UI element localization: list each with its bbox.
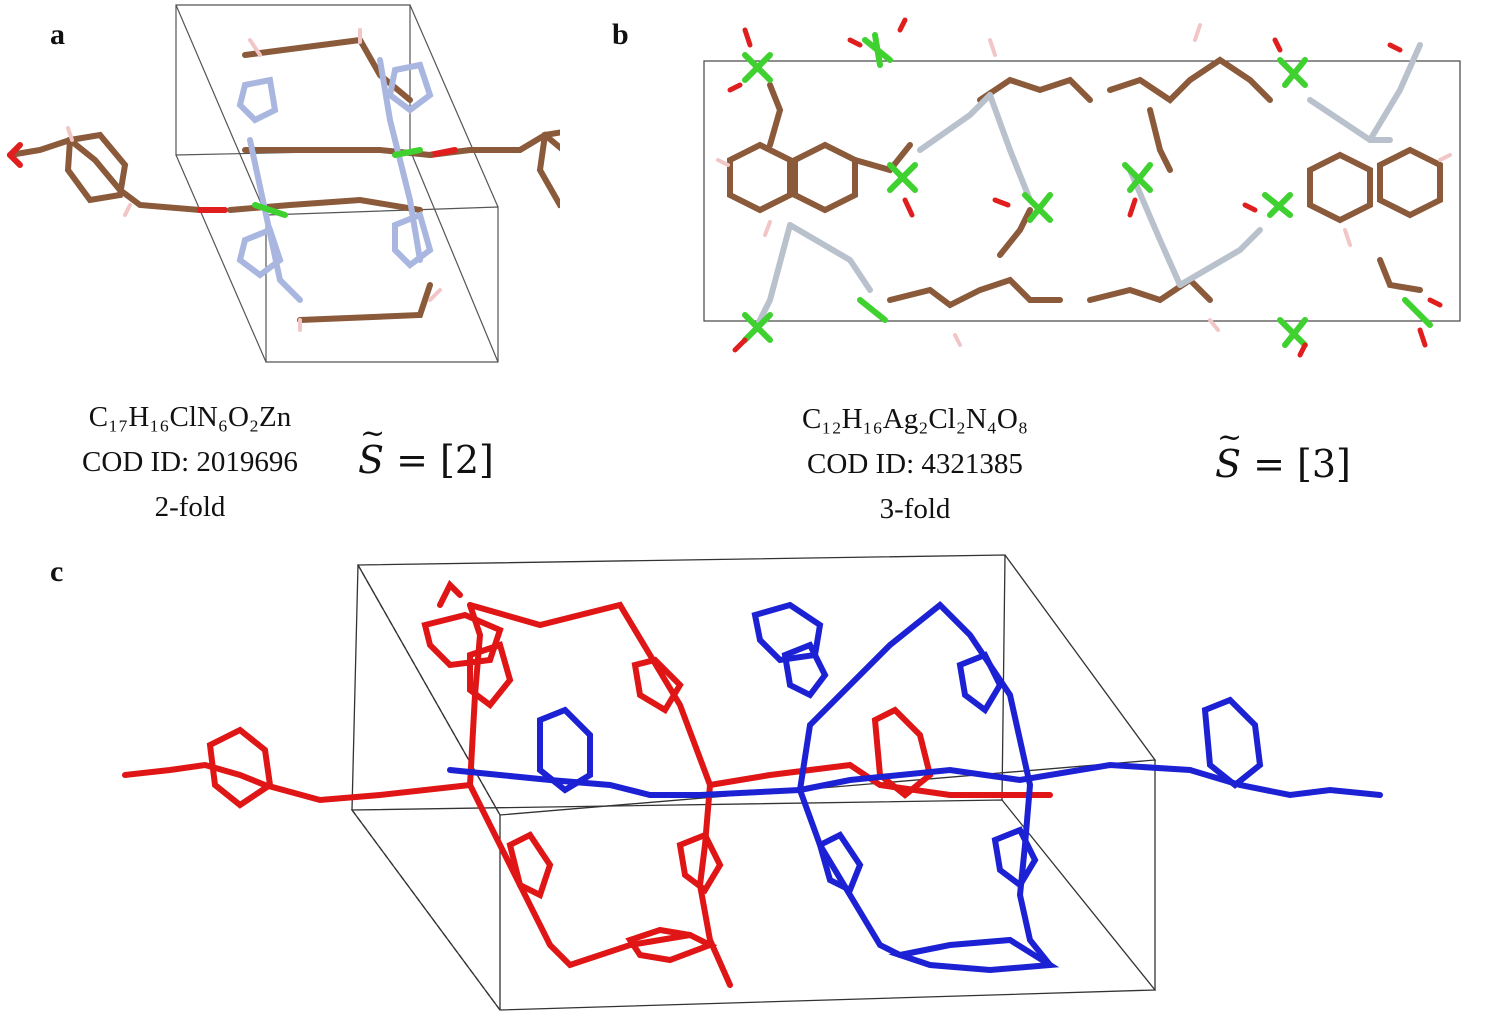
panel-a-symbol: S [358, 416, 385, 482]
panel-b-cod-id: COD ID: 4321385 [807, 448, 1023, 480]
panel-label-c: c [50, 555, 64, 588]
unit-cell-b [703, 60, 1461, 322]
panel-a-structure [7, 4, 560, 363]
molecule-a [7, 28, 560, 332]
panel-a-cod-id: COD ID: 2019696 [82, 446, 298, 478]
panel-b-symmetry: S = [3] [1215, 420, 1351, 486]
panel-b-caption: C₁₂H₁₆Ag₂Cl₂N₄O₈ COD ID: 4321385 3-fold [740, 397, 1090, 532]
panel-a-symmetry: S = [2] [358, 416, 494, 482]
net-blue [447, 600, 1383, 974]
panel-label-a: a [50, 18, 65, 51]
unit-cell-a [175, 4, 499, 363]
panel-a-symbol-value: = [2] [396, 438, 494, 482]
panel-b-formula: C₁₂H₁₆Ag₂Cl₂N₄O₈ [802, 403, 1028, 435]
panel-a-caption: C₁₇H₁₆ClN₆O₂Zn COD ID: 2019696 2-fold [40, 395, 340, 530]
panel-a-fold: 2-fold [154, 491, 226, 523]
panel-b-fold: 3-fold [879, 493, 951, 525]
panel-a-formula: C₁₇H₁₆ClN₆O₂Zn [88, 401, 292, 433]
panel-label-b: b [612, 18, 629, 51]
panel-b-symbol: S [1215, 420, 1242, 486]
panel-c-structure [122, 554, 1383, 1011]
panel-b-structure [703, 17, 1461, 358]
molecule-b [716, 17, 1452, 358]
panel-b-symbol-value: = [3] [1253, 442, 1351, 486]
